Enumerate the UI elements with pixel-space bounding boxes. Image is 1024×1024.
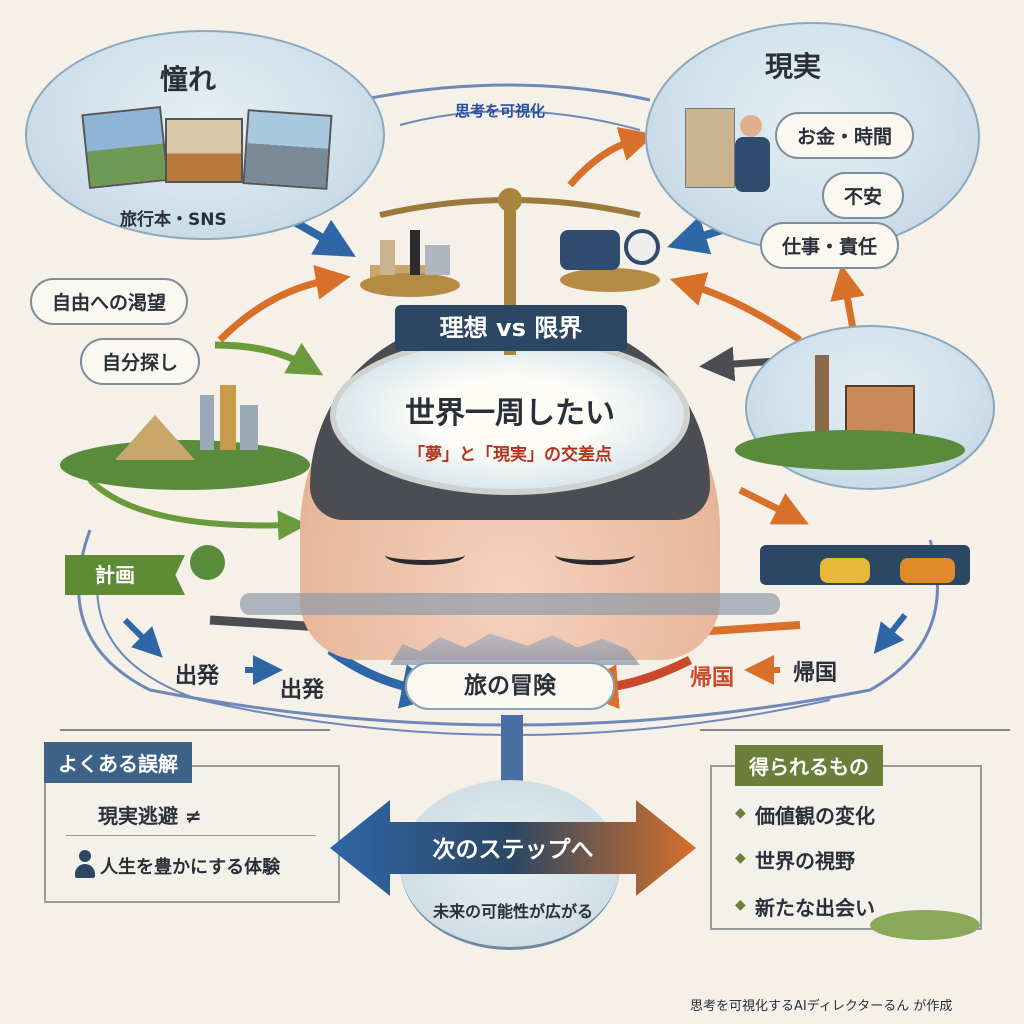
office-building-icon bbox=[685, 108, 735, 188]
depart-label-2: 出発 bbox=[280, 678, 325, 703]
skyline-tower bbox=[220, 385, 236, 450]
misconception-header: よくある誤解 bbox=[44, 742, 192, 783]
person-body bbox=[735, 137, 770, 192]
next-step-label: 次のステップへ bbox=[432, 837, 594, 863]
photo-city bbox=[242, 109, 333, 190]
adventure-label: 旅の冒険 bbox=[405, 662, 615, 710]
reality-title: 現実 bbox=[765, 50, 822, 83]
bubble-self-search: 自分探し bbox=[80, 338, 201, 385]
gains-item-worldview: 世界の視野 bbox=[755, 849, 855, 873]
top-arc-label: 思考を可視化 bbox=[455, 102, 546, 120]
person-icon bbox=[740, 115, 762, 137]
depart-label-1: 出発 bbox=[175, 664, 220, 689]
road bbox=[240, 593, 780, 615]
ideal-vs-limit-banner: 理想 vs 限界 bbox=[395, 305, 627, 351]
closed-eye-right-icon bbox=[555, 545, 635, 565]
misconception-box bbox=[44, 765, 340, 903]
church-tower-icon bbox=[815, 355, 829, 440]
car-icon bbox=[900, 558, 955, 583]
footer-credit: 思考を可視化するAIディレクターるん が作成 bbox=[690, 999, 953, 1014]
headline: 世界一周したい bbox=[405, 396, 615, 431]
misconception-item-escape: 現実逃避 ≠ bbox=[98, 804, 202, 828]
gains-header: 得られるもの bbox=[735, 745, 883, 786]
diamond-bullet-icon: ◆ bbox=[735, 805, 746, 821]
diamond-bullet-icon: ◆ bbox=[735, 897, 746, 913]
gains-item-encounters: 新たな出会い bbox=[755, 896, 875, 920]
reality-item-money-time: お金・時間 bbox=[775, 112, 915, 159]
gains-item-values: 価値観の変化 bbox=[755, 804, 875, 828]
skyline-building bbox=[240, 405, 258, 450]
longing-source: 旅行本・SNS bbox=[120, 210, 227, 230]
reality-item-anxiety: 不安 bbox=[822, 172, 905, 219]
return-label-1: 帰国 bbox=[690, 666, 735, 691]
landscape-right bbox=[735, 430, 965, 470]
shrub-icon bbox=[870, 910, 980, 940]
skyline bbox=[200, 395, 214, 450]
next-step-arrow bbox=[330, 800, 696, 896]
misconception-item-enrich: 人生を豊かにする体験 bbox=[100, 857, 281, 878]
taxi-icon bbox=[820, 558, 870, 583]
tree-icon bbox=[190, 545, 225, 580]
photo-cathedral bbox=[81, 106, 169, 189]
plan-tag: 計画 bbox=[65, 555, 185, 595]
divider bbox=[66, 835, 316, 836]
reality-item-work: 仕事・責任 bbox=[760, 222, 900, 269]
gains-box bbox=[710, 765, 982, 930]
bubble-freedom: 自由への渇望 bbox=[30, 278, 189, 325]
next-step-sub: 未来の可能性が広がる bbox=[432, 902, 593, 921]
subline: 「夢」と「現実」の交差点 bbox=[408, 445, 612, 465]
pyramid-icon bbox=[115, 415, 195, 460]
photo-temple bbox=[165, 118, 243, 183]
longing-title: 憧れ bbox=[160, 63, 217, 96]
diamond-bullet-icon: ◆ bbox=[735, 850, 746, 866]
person-icon bbox=[75, 850, 95, 878]
return-label-2: 帰国 bbox=[793, 661, 838, 686]
closed-eye-left-icon bbox=[385, 545, 465, 565]
